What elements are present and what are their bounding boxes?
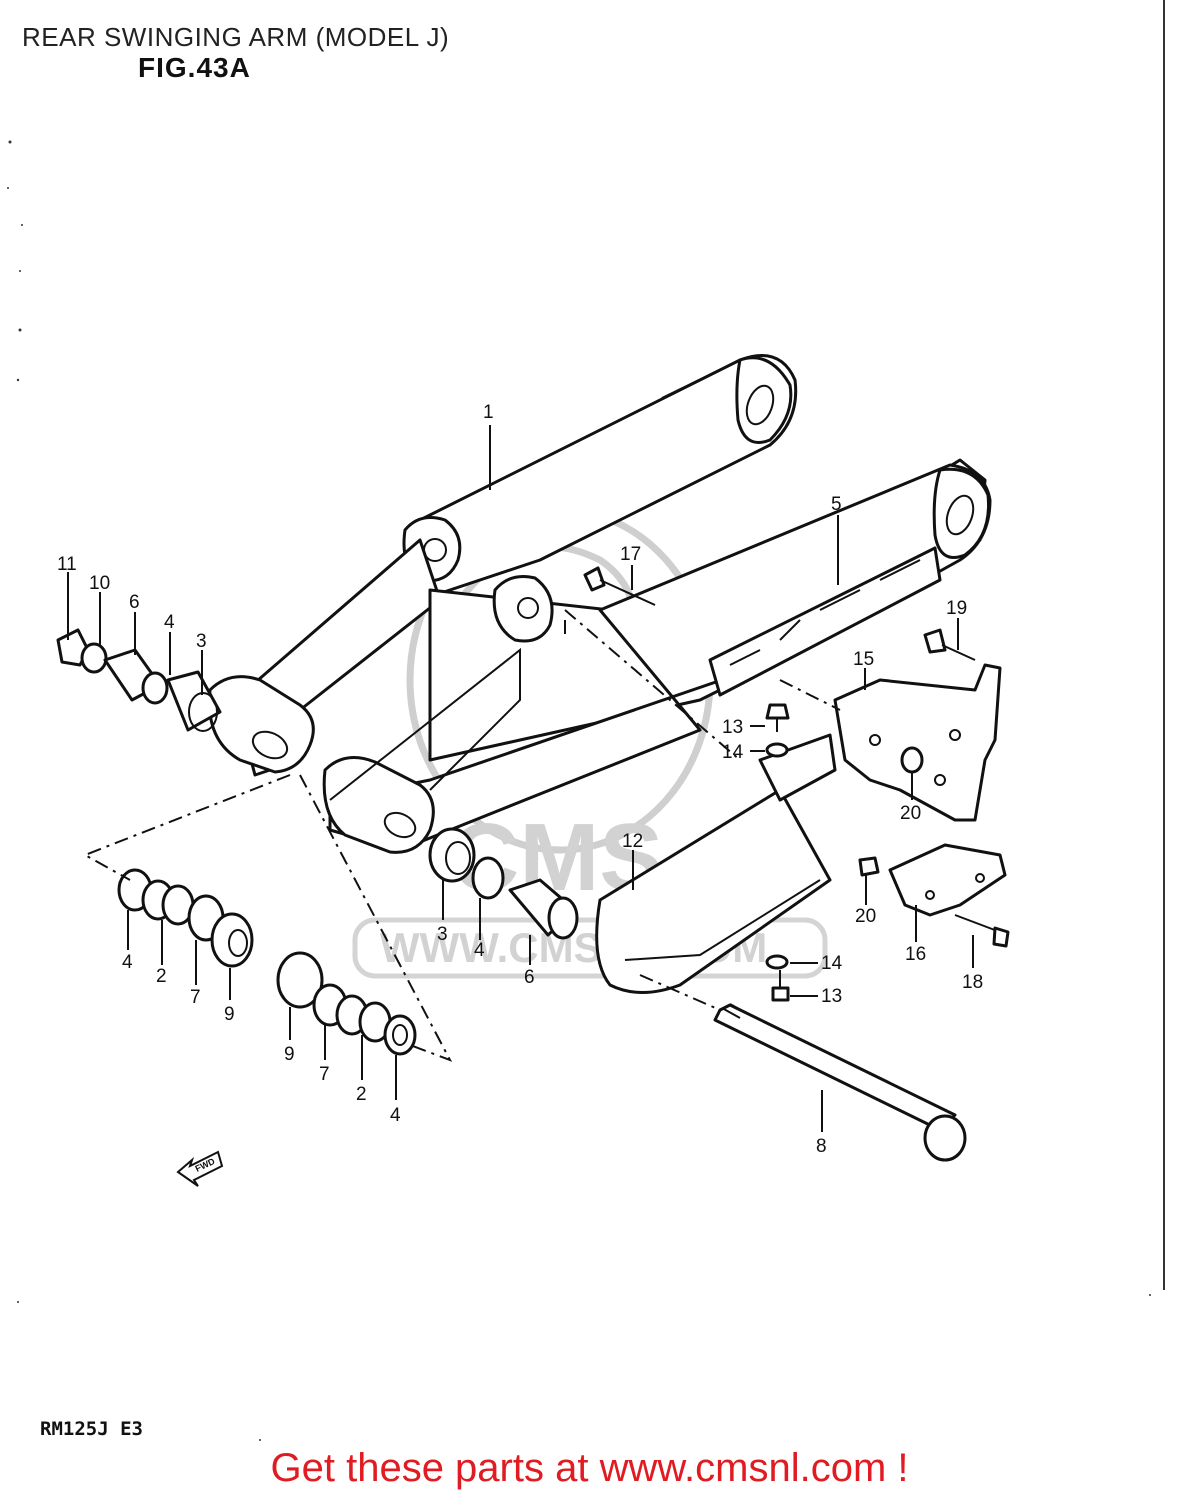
fwd-arrow-icon: FWD [176,1150,224,1187]
parts-link[interactable]: Get these parts at www.cmsnl.com ! [0,1446,1179,1491]
page-title: REAR SWINGING ARM (MODEL J) [22,22,450,52]
callout-14-lower: 14 [821,953,843,974]
callout-13-upper: 13 [722,717,743,738]
pivot-hardware-center [428,827,579,940]
watermark: CMS WWW.CMSNL.COM [352,506,828,979]
callout-3-left: 3 [196,631,207,652]
bushing-stack-lower [276,951,417,1056]
page-border [1163,0,1165,1290]
callout-4-left: 4 [164,612,175,633]
callout-13-lower: 13 [821,986,842,1007]
callout-10: 10 [89,573,110,594]
washer-14-lower [765,954,789,970]
bolt-19 [923,628,976,661]
bolt-17 [583,566,656,606]
callout-numbers: 1 5 17 19 15 11 10 6 4 3 13 14 20 12 3 4… [57,402,983,1157]
callout-2-stack-b: 2 [356,1084,367,1105]
callout-3-center: 3 [437,924,448,945]
bushing-stack-upper [117,868,254,968]
figure-number: FIG.43A [138,52,251,83]
callout-20-lower: 20 [855,906,876,927]
callout-19: 19 [946,598,967,619]
chain-guide-bracket [833,663,1002,822]
washer-14-upper [765,742,789,758]
callout-9-stack-b: 9 [284,1044,295,1065]
parts-link-text[interactable]: Get these parts at www.cmsnl.com ! [270,1446,909,1490]
callout-6-left: 6 [129,592,140,613]
callout-18: 18 [962,972,983,993]
callout-4-stack-a: 4 [122,952,133,973]
callout-1: 1 [483,402,494,423]
bolt-13-upper [765,703,790,732]
chain-guide [888,843,1007,917]
construction-lines [82,609,841,1062]
callout-16: 16 [905,944,926,965]
scan-specks [7,140,1151,1441]
bolt-18 [954,914,1010,948]
callout-2-stack-a: 2 [156,966,167,987]
callout-6-center: 6 [524,967,535,988]
pivot-hardware-left [56,628,222,732]
callout-12: 12 [622,831,643,852]
callout-4-stack-b: 4 [390,1105,401,1126]
model-code: RM125J E3 [40,1418,143,1440]
callout-14-upper: 14 [722,742,744,763]
callout-7-stack-a: 7 [190,987,201,1008]
pivot-boss-left [322,647,521,854]
callout-9-stack-a: 9 [224,1004,235,1025]
pivot-shaft [713,1003,967,1162]
callout-17: 17 [620,544,641,565]
swingarm-right-beam [328,463,992,852]
callout-7-stack-b: 7 [319,1064,330,1085]
callout-4-center: 4 [474,940,485,961]
bolt-13-lower [771,970,790,1002]
callout-8: 8 [816,1136,827,1157]
callout-5: 5 [831,494,842,515]
callout-11: 11 [57,554,77,575]
callout-20-upper: 20 [900,803,921,824]
callout-15: 15 [853,649,874,670]
lower-arm [595,733,837,994]
leader-lines [67,425,974,1132]
nut-20 [858,856,880,877]
